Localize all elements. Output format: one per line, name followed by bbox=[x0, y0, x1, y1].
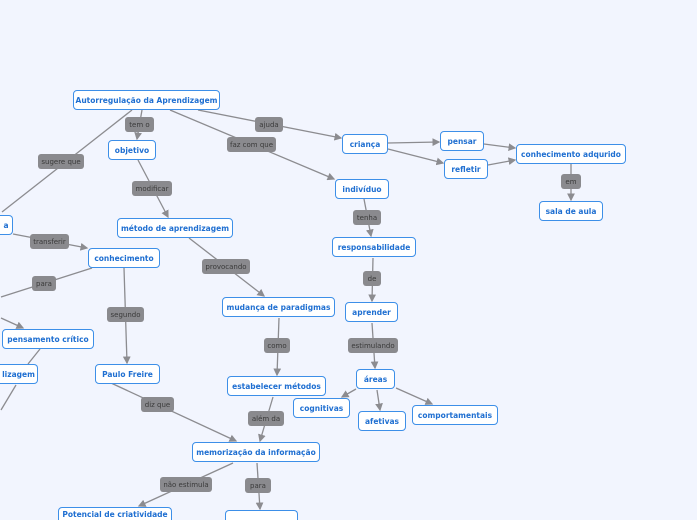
node-aprender[interactable]: aprender bbox=[345, 302, 398, 322]
node-sala-de-aula[interactable]: sala de aula bbox=[539, 201, 603, 221]
node-pensar[interactable]: pensar bbox=[440, 131, 484, 151]
node-estabelecer[interactable]: estabelecer métodos bbox=[227, 376, 326, 396]
node-refletir[interactable]: refletir bbox=[444, 159, 488, 179]
node-autorregulacao[interactable]: Autorregulação da Aprendizagem bbox=[73, 90, 220, 110]
link-tenha[interactable]: tenha bbox=[353, 210, 381, 225]
link-sugere-que[interactable]: sugere que bbox=[38, 154, 84, 169]
node-comportamentais[interactable]: comportamentais bbox=[412, 405, 498, 425]
link-alem-da[interactable]: além da bbox=[248, 411, 284, 426]
node-potencial[interactable]: Potencial de criatividade bbox=[58, 507, 172, 520]
link-de[interactable]: de bbox=[363, 271, 381, 286]
node-areas[interactable]: áreas bbox=[356, 369, 395, 389]
node-partial-lizagem[interactable]: lizagem bbox=[0, 364, 38, 384]
node-conhecimento-adquirido[interactable]: conhecimento adqurido bbox=[516, 144, 626, 164]
link-como[interactable]: como bbox=[264, 338, 290, 353]
link-para[interactable]: para bbox=[245, 478, 271, 493]
node-afetivas[interactable]: afetivas bbox=[358, 411, 406, 431]
link-estimulando[interactable]: estimulando bbox=[348, 338, 398, 353]
node-cognitivas[interactable]: cognitivas bbox=[293, 398, 350, 418]
link-transferir[interactable]: transferir bbox=[30, 234, 69, 249]
node-label: lizagem bbox=[2, 369, 35, 379]
node-pensamento-critico[interactable]: pensamento crítico bbox=[2, 329, 94, 349]
link-provocando[interactable]: provocando bbox=[202, 259, 250, 274]
node-responsabilidade[interactable]: responsabilidade bbox=[332, 237, 416, 257]
node-objetivo[interactable]: objetivo bbox=[108, 140, 156, 160]
node-individuo[interactable]: indivíduo bbox=[335, 179, 389, 199]
node-memorizacao[interactable]: memorização da informação bbox=[192, 442, 320, 462]
node-mudanca[interactable]: mudança de paradigmas bbox=[222, 297, 335, 317]
link-diz-que[interactable]: diz que bbox=[141, 397, 174, 412]
node-partial-a[interactable]: a bbox=[0, 215, 13, 235]
link-modificar[interactable]: modificar bbox=[132, 181, 172, 196]
link-faz-com-que[interactable]: faz com que bbox=[227, 137, 276, 152]
link-segundo[interactable]: segundo bbox=[107, 307, 144, 322]
node-metodo[interactable]: método de aprendizagem bbox=[117, 218, 233, 238]
link-tem-o[interactable]: tem o bbox=[125, 117, 154, 132]
link-nao-estimula[interactable]: não estimula bbox=[160, 477, 212, 492]
node-conhecimento[interactable]: conhecimento bbox=[88, 248, 160, 268]
link-para[interactable]: para bbox=[32, 276, 56, 291]
link-em[interactable]: em bbox=[561, 174, 581, 189]
node-partial-bottom[interactable] bbox=[225, 510, 298, 520]
node-label: a bbox=[3, 220, 9, 230]
node-crianca[interactable]: criança bbox=[342, 134, 388, 154]
node-paulo-freire[interactable]: Paulo Freire bbox=[95, 364, 160, 384]
link-ajuda[interactable]: ajuda bbox=[255, 117, 283, 132]
